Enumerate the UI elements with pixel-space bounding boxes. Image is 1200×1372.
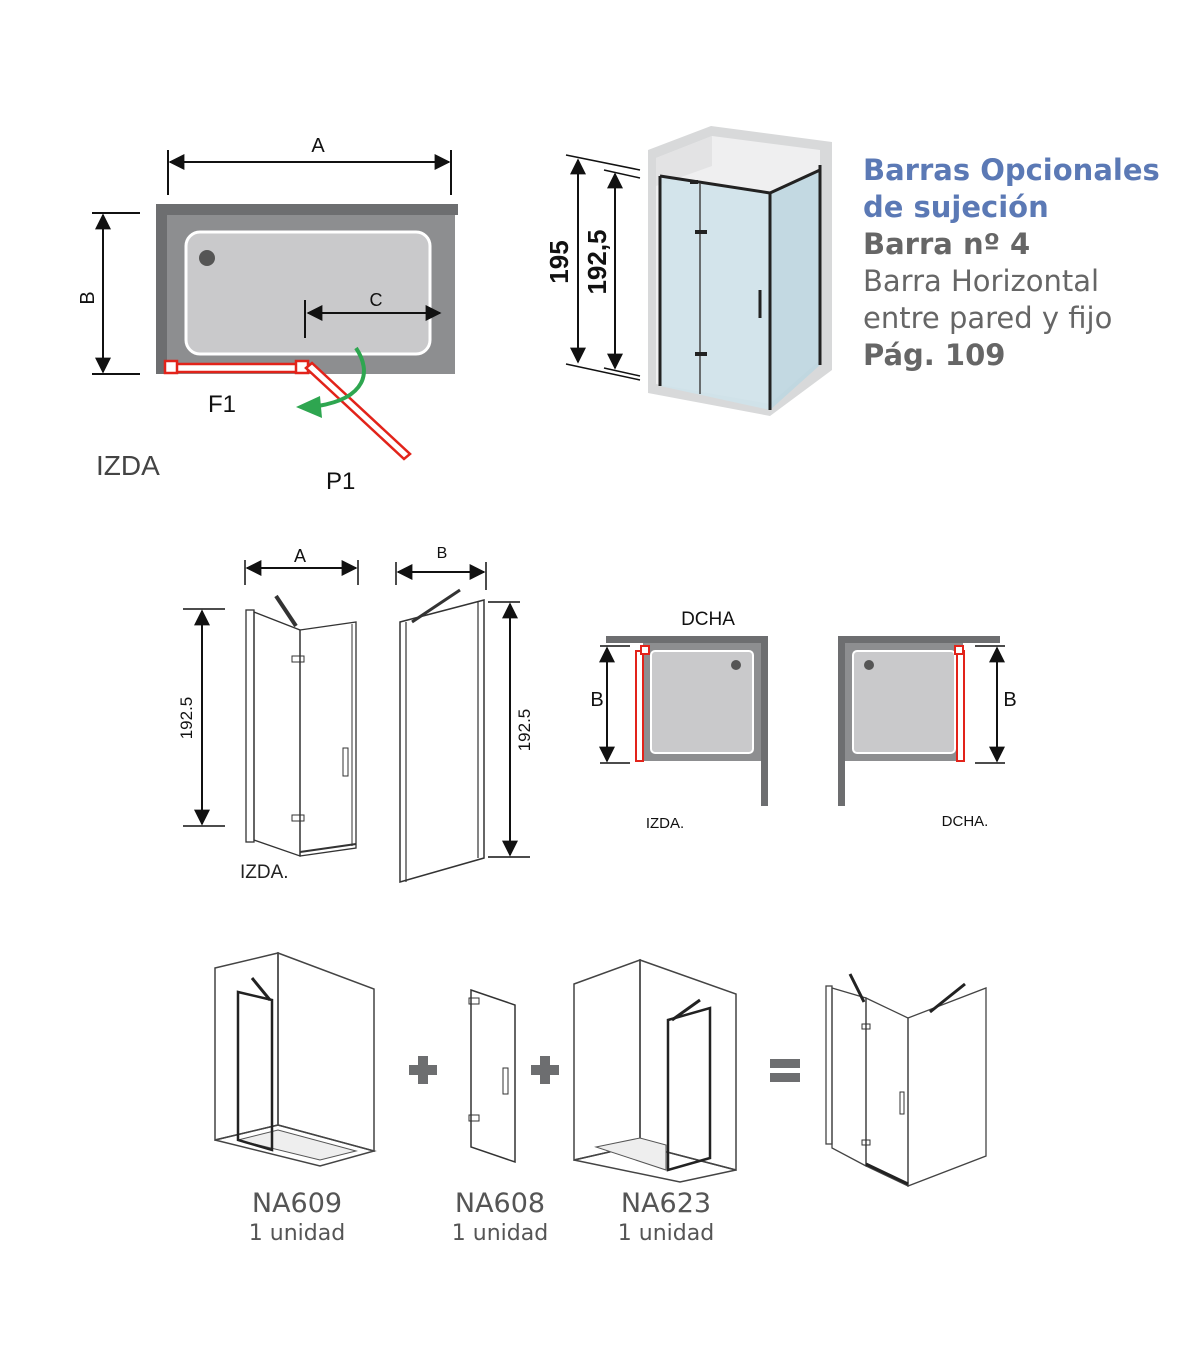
info-title-2: de sujeción	[863, 190, 1049, 224]
swing-arrow-icon	[317, 346, 366, 408]
info-page-ref: Pág. 109	[863, 338, 1006, 372]
result-assembly-drawing	[825, 973, 987, 1188]
component-qty: 1 unidad	[248, 1221, 346, 1246]
dim-b-label: B	[77, 291, 99, 304]
info-title-1: Barras Opcionales	[863, 153, 1160, 187]
elev-dim-a: A	[294, 546, 306, 566]
fixed-panel-f1	[169, 362, 305, 374]
shower-render: 195 192,5	[544, 126, 832, 416]
info-bar-desc-2: entre pared y fijo	[863, 301, 1113, 335]
component-code: NA609	[251, 1188, 343, 1219]
height-192-5: 192,5	[582, 229, 612, 294]
info-bar-desc-1: Barra Horizontal	[863, 264, 1100, 298]
height-195: 195	[544, 240, 574, 283]
elevation-views: A B 192.5 IZDA. 192.5	[177, 545, 534, 883]
component-na623-drawing	[573, 958, 737, 1183]
caption-na609: NA609 1 unidad	[207, 1188, 387, 1248]
info-bar-number: Barra nº 4	[863, 227, 1031, 261]
equals-icon	[770, 1059, 800, 1068]
component-code: NA623	[620, 1188, 712, 1219]
glass-side	[770, 170, 820, 410]
component-na608-drawing	[468, 988, 516, 1164]
side-label-izda: IZDA	[96, 450, 160, 481]
door-label-p1: P1	[326, 468, 355, 495]
drain-icon	[199, 250, 215, 266]
side-plans: DCHA B IZDA. B DCHA.	[590, 609, 1016, 832]
wall-bracket	[163, 359, 179, 375]
elev-height-right: 192.5	[515, 709, 534, 752]
dim-c-label: C	[370, 290, 383, 310]
glass-front	[660, 176, 770, 410]
fixed-label-f1: F1	[208, 391, 236, 418]
component-qty: 1 unidad	[617, 1221, 715, 1246]
component-code: NA608	[454, 1188, 546, 1219]
side-plan-left-b: B	[590, 689, 603, 711]
wall-left	[156, 204, 167, 374]
component-qty: 1 unidad	[451, 1221, 549, 1246]
component-equation	[214, 951, 987, 1188]
elev-side-label: IZDA.	[240, 862, 289, 883]
door-panel-p1	[304, 361, 412, 461]
side-plan-left-caption: IZDA.	[646, 815, 684, 832]
dim-a-label: A	[311, 135, 325, 157]
top-plan: A B C F1 P1 IZDA	[77, 135, 458, 495]
side-plan-top-label: DCHA	[681, 609, 735, 630]
caption-na608: NA608 1 unidad	[410, 1188, 590, 1248]
side-plan-right-caption: DCHA.	[942, 813, 989, 830]
elev-handle	[342, 747, 349, 777]
elev-dim-b: B	[437, 545, 448, 562]
tray-basin	[184, 230, 432, 356]
caption-na623: NA623 1 unidad	[576, 1188, 756, 1248]
elev-height-left: 192.5	[177, 697, 196, 740]
wall-top	[156, 204, 458, 215]
side-plan-right-b: B	[1003, 689, 1016, 711]
optional-bars-info: Barras Opcionales de sujeción Barra nº 4…	[863, 152, 1183, 374]
component-na609-drawing	[214, 951, 377, 1167]
